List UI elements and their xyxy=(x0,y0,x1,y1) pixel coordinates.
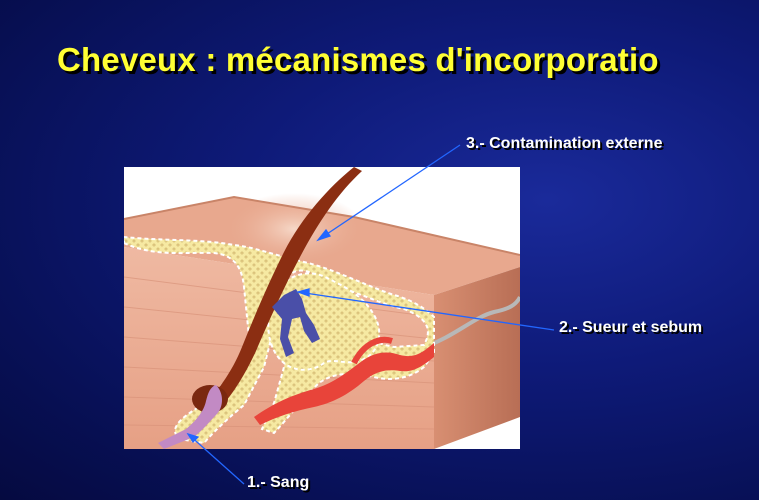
skin-cross-section-illustration xyxy=(124,167,520,449)
label-external-contamination: 3.- Contamination externe xyxy=(466,135,662,153)
skin-side-face xyxy=(434,267,520,449)
slide-title: Cheveux : mécanismes d'incorporatio xyxy=(57,40,759,80)
label-sweat-sebum: 2.- Sueur et sebum xyxy=(559,319,702,337)
skin-hair-diagram xyxy=(124,167,520,449)
label-blood: 1.- Sang xyxy=(247,474,309,492)
